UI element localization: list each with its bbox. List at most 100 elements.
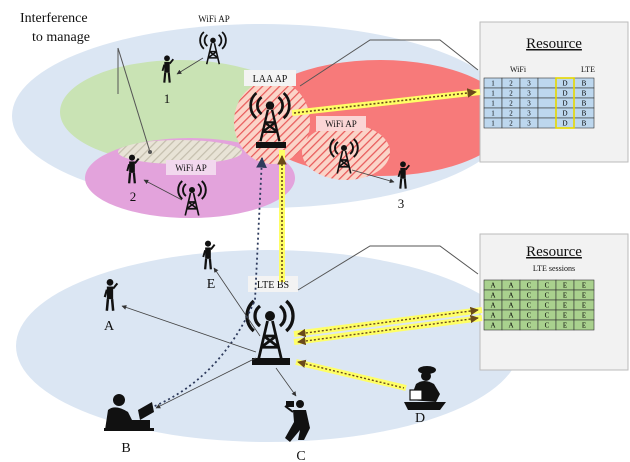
top-resource-cell-text: 3 [527, 80, 531, 88]
interference-overlap-left [118, 140, 242, 164]
top-resource-cell [537, 107, 557, 119]
top-resource-cell [537, 117, 557, 129]
bottom-resource-cell-text: C [527, 312, 532, 320]
bottom-resource-cell-text: A [508, 322, 513, 330]
top-resource-cell [537, 97, 557, 109]
interference-label: Interference to manage [20, 11, 91, 45]
link-b-to-laa-dotted [149, 156, 267, 409]
wifi-ap-right-label-bg [316, 116, 366, 131]
bottom-resource-cell-text: C [545, 322, 550, 330]
top-resource-cell-text: 2 [509, 80, 513, 88]
bottom-resource-subtitle: LTE sessions [533, 264, 575, 273]
bottom-resource-cell-text: A [508, 282, 513, 290]
lte-bs-base [252, 358, 290, 365]
user-d-icon [404, 366, 446, 410]
bottom-resource-cell-text: C [527, 322, 532, 330]
laa-ap-base [256, 142, 286, 148]
top-resource-cell-text: 2 [509, 90, 513, 98]
bottom-resource-cell-text: A [508, 312, 513, 320]
top-resource-cell-text: 1 [491, 90, 495, 98]
top-resource-cell-text: 3 [527, 100, 531, 108]
bottom-resource-cell-text: A [490, 302, 495, 310]
wifi-ap-left-label: WiFi AP [175, 163, 206, 173]
bottom-resource-cell-text: A [490, 322, 495, 330]
lte-bs-label: LTE BS [257, 280, 289, 291]
link-ap-to-user-2 [143, 179, 183, 201]
bottom-resource-cell-text: A [490, 312, 495, 320]
top-resource-callout-line [299, 39, 479, 87]
bottom-resource-cell-text: A [508, 292, 513, 300]
top-resource-cell-text: D [562, 90, 567, 98]
bottom-resource-cell-text: E [582, 312, 586, 320]
link-ap-to-user-1 [176, 57, 204, 75]
annotation-dot [148, 150, 152, 154]
top-resource-cell-text: D [562, 110, 567, 118]
bottom-resource-cell-text: E [582, 322, 586, 330]
bottom-resource-cell-text: C [545, 312, 550, 320]
bottom-resource-cell-text: E [563, 282, 567, 290]
bottom-resource-cell-text: A [508, 302, 513, 310]
bottom-resource-cell-text: E [582, 292, 586, 300]
link-bs-to-user-e [213, 267, 261, 337]
top-resource-cell [537, 77, 557, 89]
bottom-resource-cell-text: E [563, 302, 567, 310]
link-laa-to-resource [293, 88, 477, 114]
user-b-label: B [121, 441, 130, 456]
bottom-resource-cell-text: C [545, 292, 550, 300]
top-resource-col-lte: LTE [581, 65, 595, 74]
user-d-label: D [415, 411, 425, 426]
bottom-resource-cell-text: E [563, 312, 567, 320]
user-a-label: A [104, 319, 115, 334]
annotation-leader-gray [117, 47, 151, 153]
laa-ap-label: LAA AP [253, 74, 288, 85]
wifi-ap-right-label: WiFi AP [325, 119, 356, 129]
user-c-label: C [296, 449, 305, 462]
link-ap-to-user-3 [351, 169, 395, 184]
laa-ap-label-bg [244, 70, 296, 86]
bottom-resource-cell-text: C [527, 292, 532, 300]
wifi-ap-left-label-bg [166, 160, 216, 175]
top-resource-cell-text: B [582, 110, 587, 118]
top-resource-cell-text: 2 [509, 120, 513, 128]
lte-bs-label-bg [248, 276, 298, 292]
interference-label-line1: Interference [20, 11, 88, 26]
bottom-resource-cell [573, 319, 595, 331]
bottom-resource-cell-text: E [563, 322, 567, 330]
wifi-ap-top-label: WiFi AP [198, 14, 229, 24]
user-2-label: 2 [130, 189, 137, 204]
top-resource-cell-text: D [562, 80, 567, 88]
top-resource-cell-text: B [582, 80, 587, 88]
bottom-resource-cell-text: C [527, 302, 532, 310]
bottom-resource-cell-text: E [563, 292, 567, 300]
link-bs-to-user-a [121, 305, 257, 353]
top-resource-cell-text: 1 [491, 100, 495, 108]
top-resource-col-wifi: WiFi [510, 65, 527, 74]
bottom-resource-cell-text: A [490, 282, 495, 290]
bottom-resource-cell-text: C [527, 282, 532, 290]
user-e-label: E [207, 277, 216, 292]
link-bs-to-user-b [155, 357, 257, 409]
top-resource-cell-text: B [582, 100, 587, 108]
user-3-label: 3 [398, 196, 405, 211]
top-resource-cell-text: 2 [509, 100, 513, 108]
top-resource-cell-text: 3 [527, 120, 531, 128]
bottom-resource-cell-text: E [582, 302, 586, 310]
bottom-resource-cell-text: C [545, 282, 550, 290]
user-b-icon [104, 394, 154, 431]
user-1-label: 1 [164, 91, 171, 106]
top-resource-cell-text: B [582, 120, 587, 128]
bottom-resource-cell-text: E [582, 282, 586, 290]
top-resource-cell-text: 3 [527, 110, 531, 118]
top-resource-cell-text: D [562, 100, 567, 108]
interference-label-line2: to manage [32, 30, 90, 45]
bottom-resource-cell-text: A [490, 292, 495, 300]
top-resource-highlight-column [555, 77, 575, 129]
top-resource-cell-text: 1 [491, 110, 495, 118]
top-resource-title: Resource [526, 36, 582, 52]
top-resource-cell-text: D [562, 120, 567, 128]
bottom-resource-title: Resource [526, 244, 582, 260]
bottom-resource-cell-text: C [545, 302, 550, 310]
link-bs-to-user-c [275, 367, 297, 397]
